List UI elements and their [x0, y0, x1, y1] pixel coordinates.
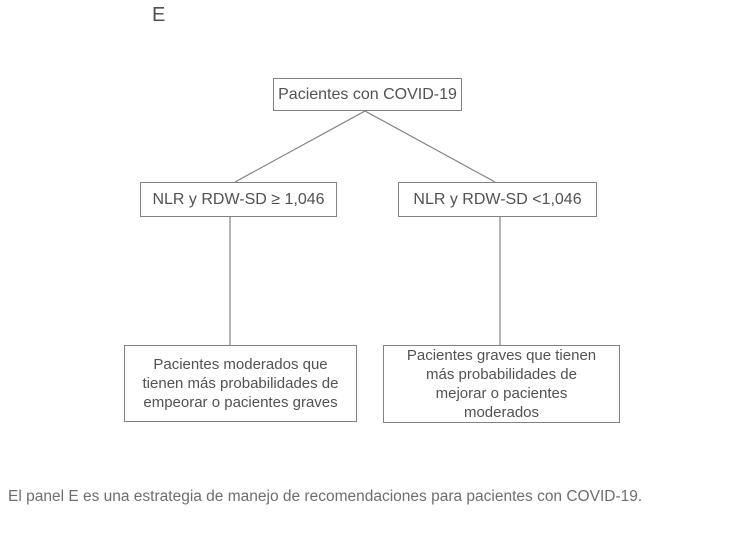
connector-root-to-right	[364, 110, 496, 183]
node-outcome-moderate-patients: Pacientes moderados que tienen más proba…	[124, 345, 357, 422]
node-patients-covid19: Pacientes con COVID-19	[273, 78, 462, 111]
panel-label: E	[152, 4, 166, 26]
connector-root-to-left	[234, 110, 366, 183]
node-nlr-rdwsd-low: NLR y RDW-SD <1,046	[398, 182, 597, 217]
node-nlr-rdwsd-high: NLR y RDW-SD ≥ 1,046	[140, 182, 337, 217]
node-outcome-severe-patients: Pacientes graves que tienen más probabil…	[383, 345, 620, 423]
figure-caption: El panel E es una estrategia de manejo d…	[8, 488, 643, 505]
